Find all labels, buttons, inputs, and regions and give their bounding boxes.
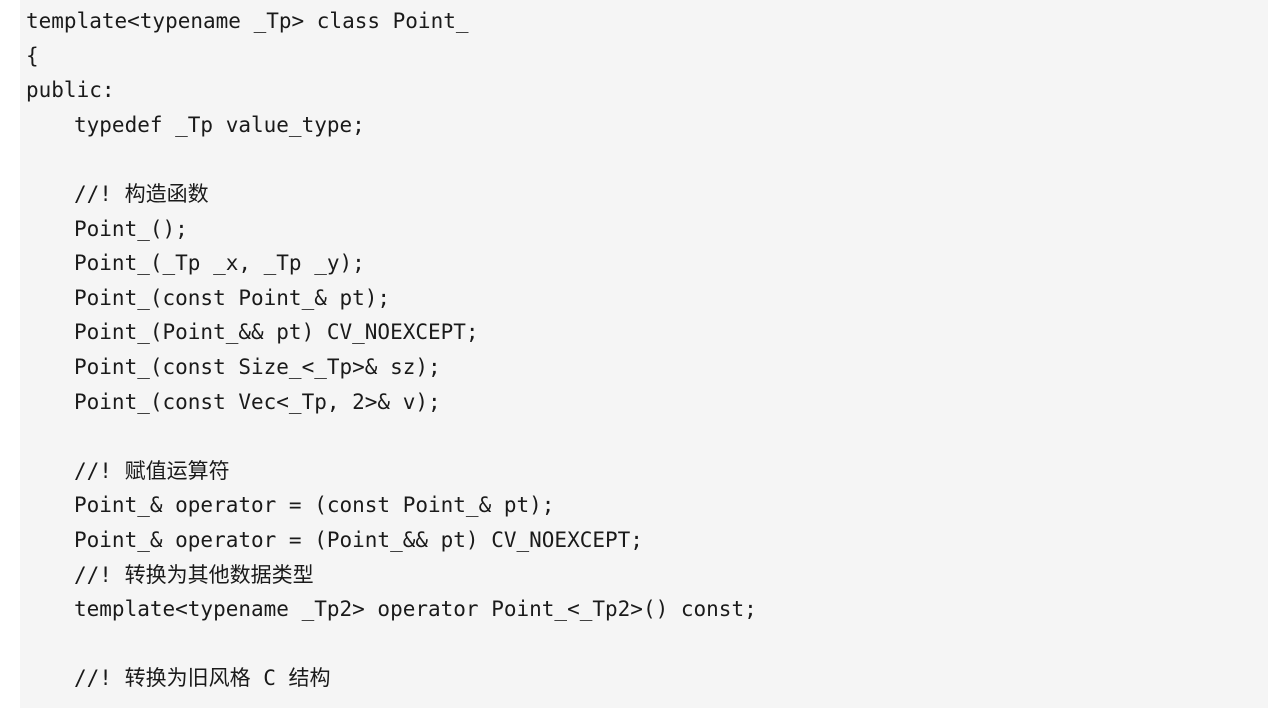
code-line: //! 转换为其他数据类型 — [26, 558, 1268, 593]
code-line: Point_(Point_&& pt) CV_NOEXCEPT; — [26, 315, 1268, 350]
code-line-text: typedef _Tp value_type; — [74, 112, 365, 137]
code-comment: //! 转换为旧风格 C 结构 — [74, 666, 331, 691]
code-line: Point_(const Size_<_Tp>& sz); — [26, 350, 1268, 385]
code-comment: //! 转换为其他数据类型 — [74, 562, 314, 587]
code-line-text: Point_& operator = (Point_&& pt) CV_NOEX… — [74, 527, 643, 552]
code-line — [26, 627, 1268, 662]
code-line: template<typename _Tp> class Point_ — [26, 4, 1268, 39]
code-line — [26, 419, 1268, 454]
code-line-text: Point_(); — [74, 216, 188, 241]
code-line-text: { — [26, 43, 39, 68]
code-line: Point_& operator = (Point_&& pt) CV_NOEX… — [26, 523, 1268, 558]
code-line — [26, 142, 1268, 177]
code-line: Point_& operator = (const Point_& pt); — [26, 488, 1268, 523]
code-line: public: — [26, 73, 1268, 108]
code-line-text: public: — [26, 78, 115, 103]
code-line: { — [26, 39, 1268, 74]
code-comment: //! 赋值运算符 — [74, 458, 230, 483]
code-line: Point_(const Vec<_Tp, 2>& v); — [26, 385, 1268, 420]
code-line-text: Point_& operator = (const Point_& pt); — [74, 493, 555, 518]
code-line: Point_(const Point_& pt); — [26, 281, 1268, 316]
code-line-text: Point_(_Tp _x, _Tp _y); — [74, 251, 365, 276]
code-line: Point_(_Tp _x, _Tp _y); — [26, 246, 1268, 281]
code-line-text: Point_(const Point_& pt); — [74, 285, 391, 310]
code-line-text: Point_(const Vec<_Tp, 2>& v); — [74, 389, 441, 414]
code-line: Point_(); — [26, 212, 1268, 247]
code-line: typedef _Tp value_type; — [26, 108, 1268, 143]
code-line-text: template<typename _Tp2> operator Point_<… — [74, 597, 757, 622]
code-line-text: Point_(Point_&& pt) CV_NOEXCEPT; — [74, 320, 479, 345]
code-line-text: Point_(const Size_<_Tp>& sz); — [74, 354, 441, 379]
code-line: //! 构造函数 — [26, 177, 1268, 212]
code-line: //! 赋值运算符 — [26, 454, 1268, 489]
code-line: template<typename _Tp2> operator Point_<… — [26, 592, 1268, 627]
code-block: template<typename _Tp> class Point_ { pu… — [20, 0, 1268, 708]
code-line-text: template<typename _Tp> class Point_ — [26, 9, 469, 33]
code-line: //! 转换为旧风格 C 结构 — [26, 661, 1268, 696]
code-comment: //! 构造函数 — [74, 181, 209, 206]
